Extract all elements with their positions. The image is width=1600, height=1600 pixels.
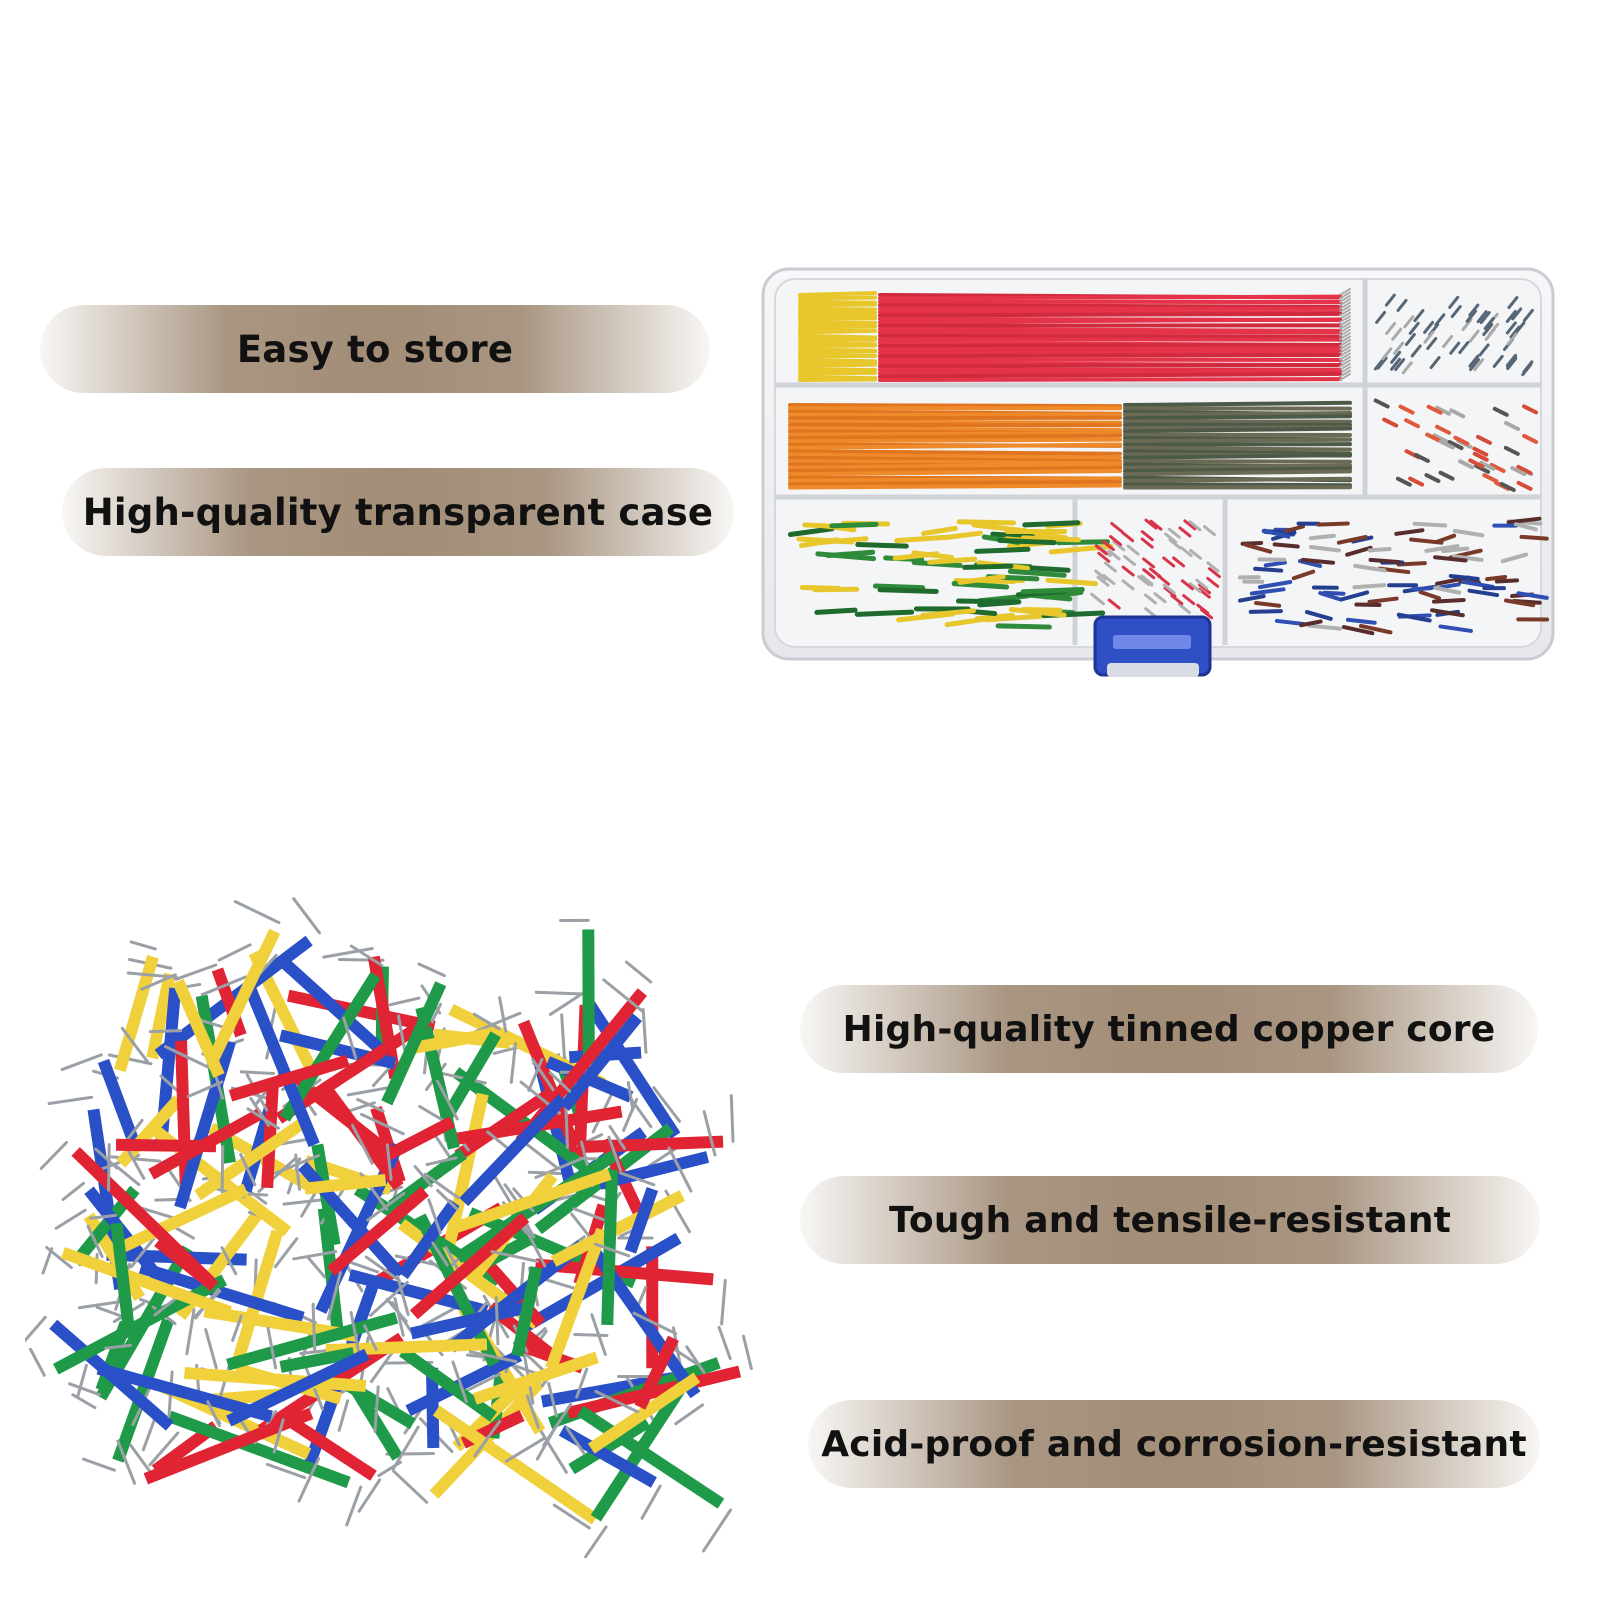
feature-pill-tough: Tough and tensile-resistant: [800, 1176, 1540, 1264]
feature-label-acid-proof: Acid-proof and corrosion-resistant: [821, 1423, 1527, 1465]
feature-label-tough: Tough and tensile-resistant: [888, 1199, 1452, 1241]
jumper-wires-image: [25, 897, 753, 1559]
feature-label-easy-to-store: Easy to store: [236, 327, 514, 371]
feature-label-copper-core: High-quality tinned copper core: [842, 1008, 1496, 1050]
feature-label-transparent-case: High-quality transparent case: [82, 490, 714, 534]
feature-pill-easy-to-store: Easy to store: [40, 305, 710, 393]
feature-pill-acid-proof: Acid-proof and corrosion-resistant: [808, 1400, 1540, 1488]
feature-pill-transparent-case: High-quality transparent case: [62, 468, 734, 556]
feature-pill-copper-core: High-quality tinned copper core: [800, 985, 1538, 1073]
storage-box-image: [761, 267, 1555, 677]
